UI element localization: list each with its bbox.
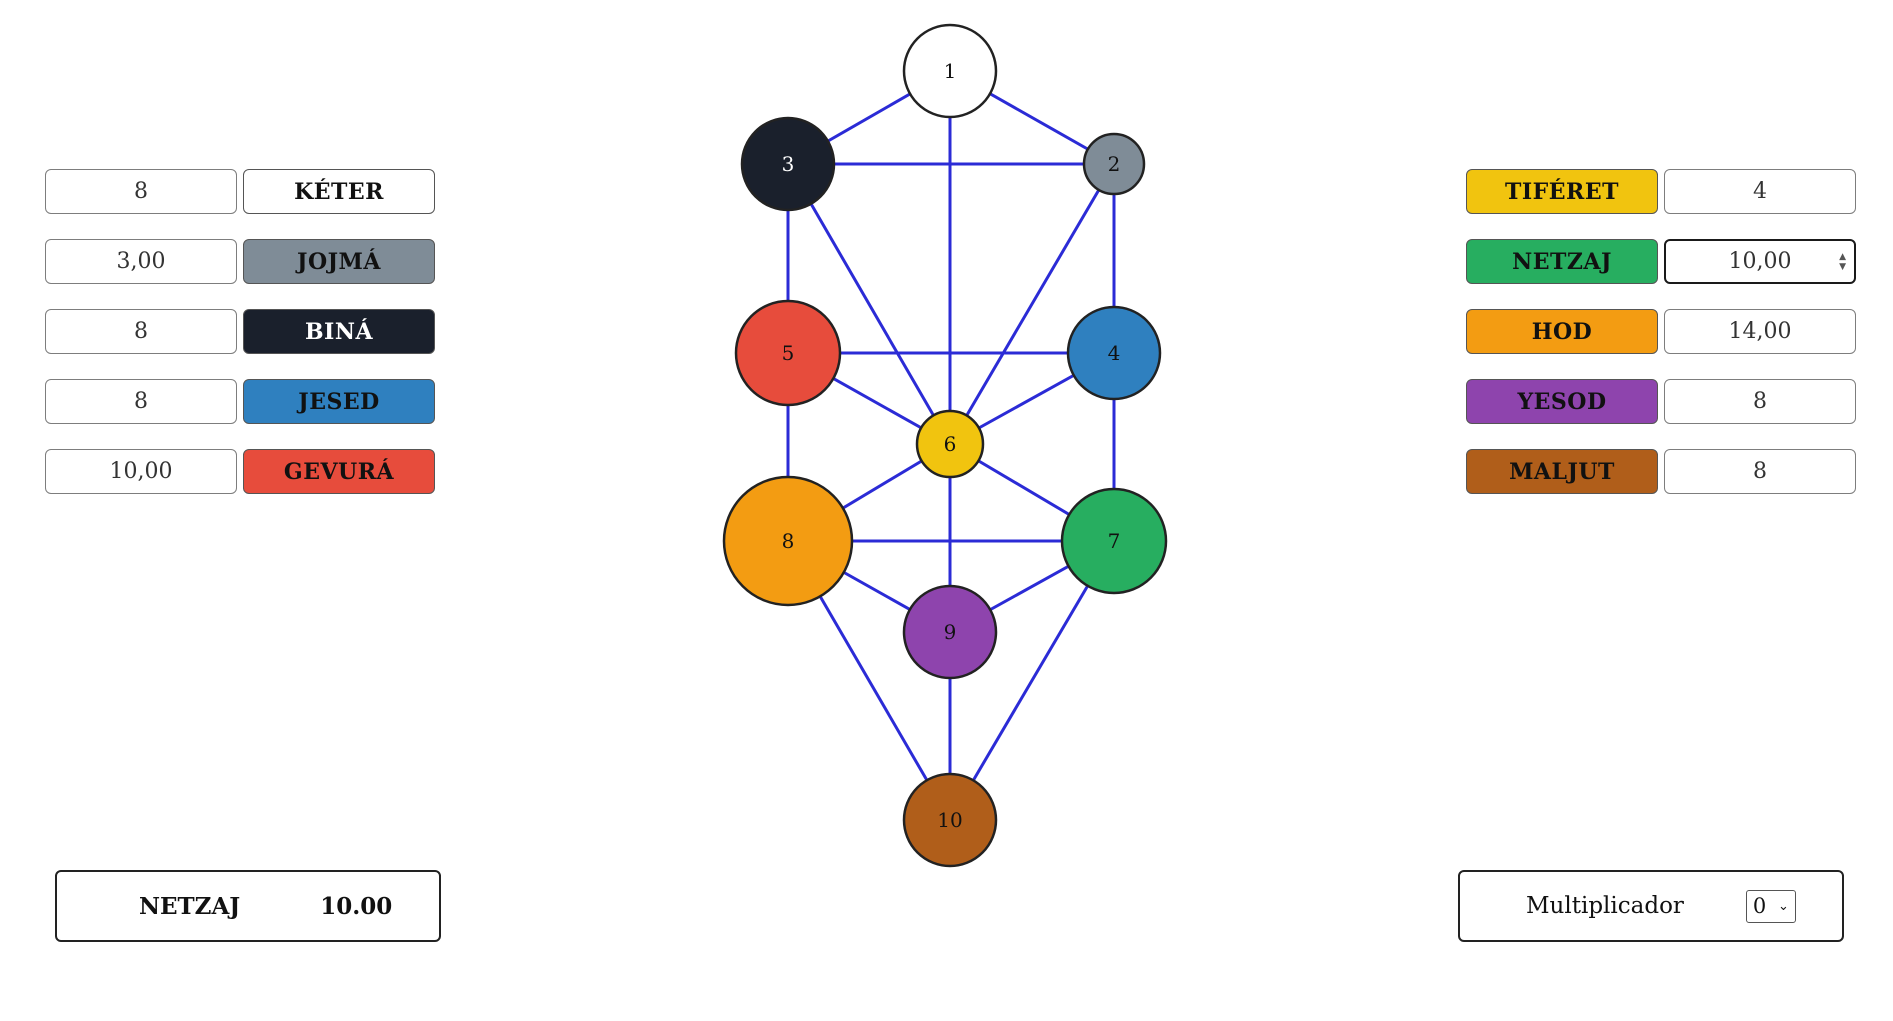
netzaj-label: NETZAJ	[1466, 239, 1658, 284]
gevura-label: GEVURÁ	[243, 449, 435, 494]
netzaj-value-input[interactable]: 10,00 ▲▼	[1664, 239, 1856, 284]
jesed-value-input[interactable]: 8	[45, 379, 237, 424]
sefira-node-5[interactable]	[734, 299, 842, 407]
multiplier-box: Multiplicador 0 ⌄	[1458, 870, 1844, 942]
sefira-node-10[interactable]	[902, 772, 998, 868]
gevura-value-input[interactable]: 10,00	[45, 449, 237, 494]
bina-label: BINÁ	[243, 309, 435, 354]
hod-label: HOD	[1466, 309, 1658, 354]
sefira-node-7[interactable]	[1060, 487, 1168, 595]
tiferet-label: TIFÉRET	[1466, 169, 1658, 214]
tiferet-value: 4	[1753, 179, 1767, 204]
edge-2-6	[948, 163, 1116, 445]
jojma-label: JOJMÁ	[243, 239, 435, 284]
sefira-node-6[interactable]	[915, 409, 985, 479]
hod-value-input[interactable]: 14,00	[1664, 309, 1856, 354]
sefira-node-1[interactable]	[902, 23, 998, 119]
multiplier-label: Multiplicador	[1526, 893, 1684, 919]
multiplier-selected-value: 0	[1752, 894, 1767, 918]
multiplier-select[interactable]: 0 ⌄	[1745, 889, 1796, 923]
bina-value: 8	[134, 319, 148, 344]
jesed-value: 8	[134, 389, 148, 414]
yesod-value: 8	[1753, 389, 1767, 414]
yesod-value-input[interactable]: 8	[1664, 379, 1856, 424]
edge-3-6	[786, 163, 952, 445]
maljut-value: 8	[1753, 459, 1767, 484]
sefira-node-9[interactable]	[902, 584, 998, 680]
keter-value-input[interactable]: 8	[45, 169, 237, 214]
keter-value: 8	[134, 179, 148, 204]
sefira-node-4[interactable]	[1066, 305, 1162, 401]
bina-value-input[interactable]: 8	[45, 309, 237, 354]
keter-label: KÉTER	[243, 169, 435, 214]
jojma-value: 3,00	[116, 249, 166, 274]
maljut-value-input[interactable]: 8	[1664, 449, 1856, 494]
summary-label: NETZAJ	[139, 892, 241, 920]
right-sefirot-panel: TIFÉRET 4 NETZAJ 10,00 ▲▼ HOD 14,00 YESOD…	[1466, 169, 1856, 494]
summary-value: 10.00	[320, 892, 393, 920]
maljut-label: MALJUT	[1466, 449, 1658, 494]
sefira-node-8[interactable]	[722, 475, 854, 607]
yesod-label: YESOD	[1466, 379, 1658, 424]
sefira-node-2[interactable]	[1082, 132, 1146, 196]
tiferet-value-input[interactable]: 4	[1664, 169, 1856, 214]
netzaj-value: 10,00	[1728, 249, 1792, 274]
jesed-label: JESED	[243, 379, 435, 424]
chevron-down-icon: ⌄	[1778, 898, 1789, 914]
jojma-value-input[interactable]: 3,00	[45, 239, 237, 284]
hod-value: 14,00	[1728, 319, 1792, 344]
gevura-value: 10,00	[109, 459, 173, 484]
left-sefirot-panel: 8 KÉTER 3,00 JOJMÁ 8 BINÁ 8 JESED 10,00 …	[45, 169, 435, 494]
selected-sefira-summary: NETZAJ 10.00	[55, 870, 441, 942]
number-spinner-icon[interactable]: ▲▼	[1839, 251, 1846, 272]
sefira-node-3[interactable]	[740, 116, 836, 212]
